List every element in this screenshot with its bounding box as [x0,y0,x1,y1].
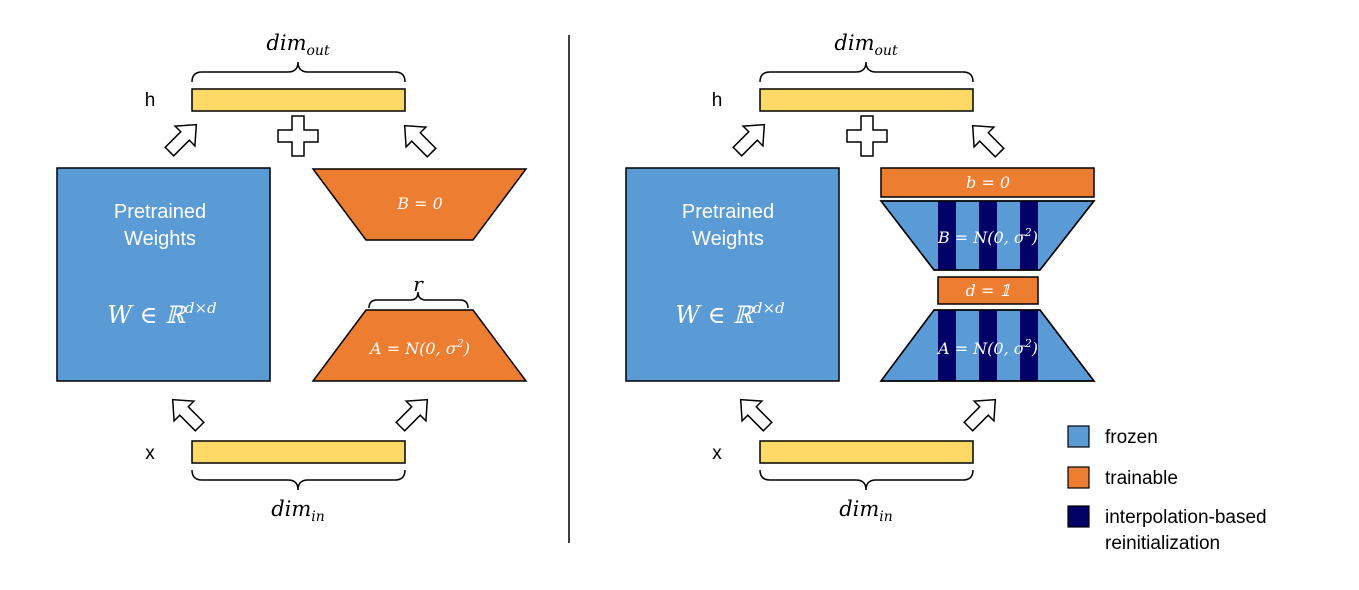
right-panel: dimout h Pretrained Weights W ∈ ℝd×d b =… [625,31,1096,525]
left-B-matrix [311,168,528,241]
right-b-bias [880,167,1095,198]
right-A-stripe-3 [1020,310,1038,381]
right-plus-icon [846,115,888,157]
right-dim-out-brace [759,61,974,83]
left-arrow-B-to-h [394,115,443,164]
legend-interp-swatch [1067,505,1090,528]
left-arrow-x-to-A [389,389,438,438]
left-dim-out-label: dimout [266,31,330,59]
left-dim-in-brace [191,469,406,491]
left-dim-out-brace [191,61,406,83]
left-A-matrix [311,309,528,382]
right-weights-line1: Pretrained [682,201,774,223]
left-weights-line2: Weights [124,228,196,250]
legend-interp-label-line1: interpolation-based [1105,507,1267,528]
right-b-label: b = 0 [966,173,1010,192]
right-B-label: B = N(0, σ2) [937,226,1038,247]
right-x-bar [759,440,974,464]
left-h-bar [191,88,406,112]
legend-trainable-swatch [1067,466,1090,489]
right-weights-math: W ∈ ℝd×d [675,299,784,329]
left-plus-icon [277,115,319,157]
left-B-label: B = 0 [396,194,443,213]
right-dim-in-brace [759,469,974,491]
right-x-label: x [712,443,722,464]
right-A-label: A = N(0, σ2) [936,337,1038,358]
legend: frozen trainable interpolation-based rei… [1067,425,1267,554]
left-weights-math: W ∈ ℝd×d [107,299,216,329]
left-arrow-weights-to-h [158,114,207,163]
right-dim-in-label: dimin [839,497,893,525]
right-d-scale [937,276,1039,305]
legend-frozen-label: frozen [1105,427,1158,448]
right-arrow-B-to-h [962,115,1011,164]
left-panel: dimout h Pretrained Weights W ∈ ℝd×d B =… [56,31,528,525]
right-A-stripe-2 [979,310,997,381]
right-dim-out-label: dimout [834,31,898,59]
right-B-stripe-2 [979,201,997,270]
left-arrow-x-to-weights [162,389,211,438]
left-pretrained-weights [56,167,271,382]
right-B-stripe-1 [938,201,956,270]
right-arrow-x-to-weights [730,389,779,438]
right-arrow-weights-to-h [726,114,775,163]
legend-interp-label-line2: reinitialization [1105,533,1220,554]
legend-frozen-swatch [1067,425,1090,448]
left-r-label: r [413,272,424,296]
right-weights-line2: Weights [692,228,764,250]
left-weights-line1: Pretrained [114,201,206,223]
left-h-label: h [145,90,156,111]
legend-trainable-label: trainable [1105,468,1178,489]
right-B-stripe-3 [1020,201,1038,270]
right-pretrained-weights [625,167,840,382]
right-arrow-x-to-A [957,389,1006,438]
right-h-bar [759,88,974,112]
right-A-stripe-1 [938,310,956,381]
left-r-brace [368,291,469,309]
left-x-label: x [145,443,155,464]
left-A-label: A = N(0, σ2) [368,337,470,358]
left-dim-in-label: dimin [271,497,325,525]
left-x-bar [191,440,406,464]
right-d-label: d = 𝟙 [966,281,1011,300]
right-h-label: h [712,90,723,111]
